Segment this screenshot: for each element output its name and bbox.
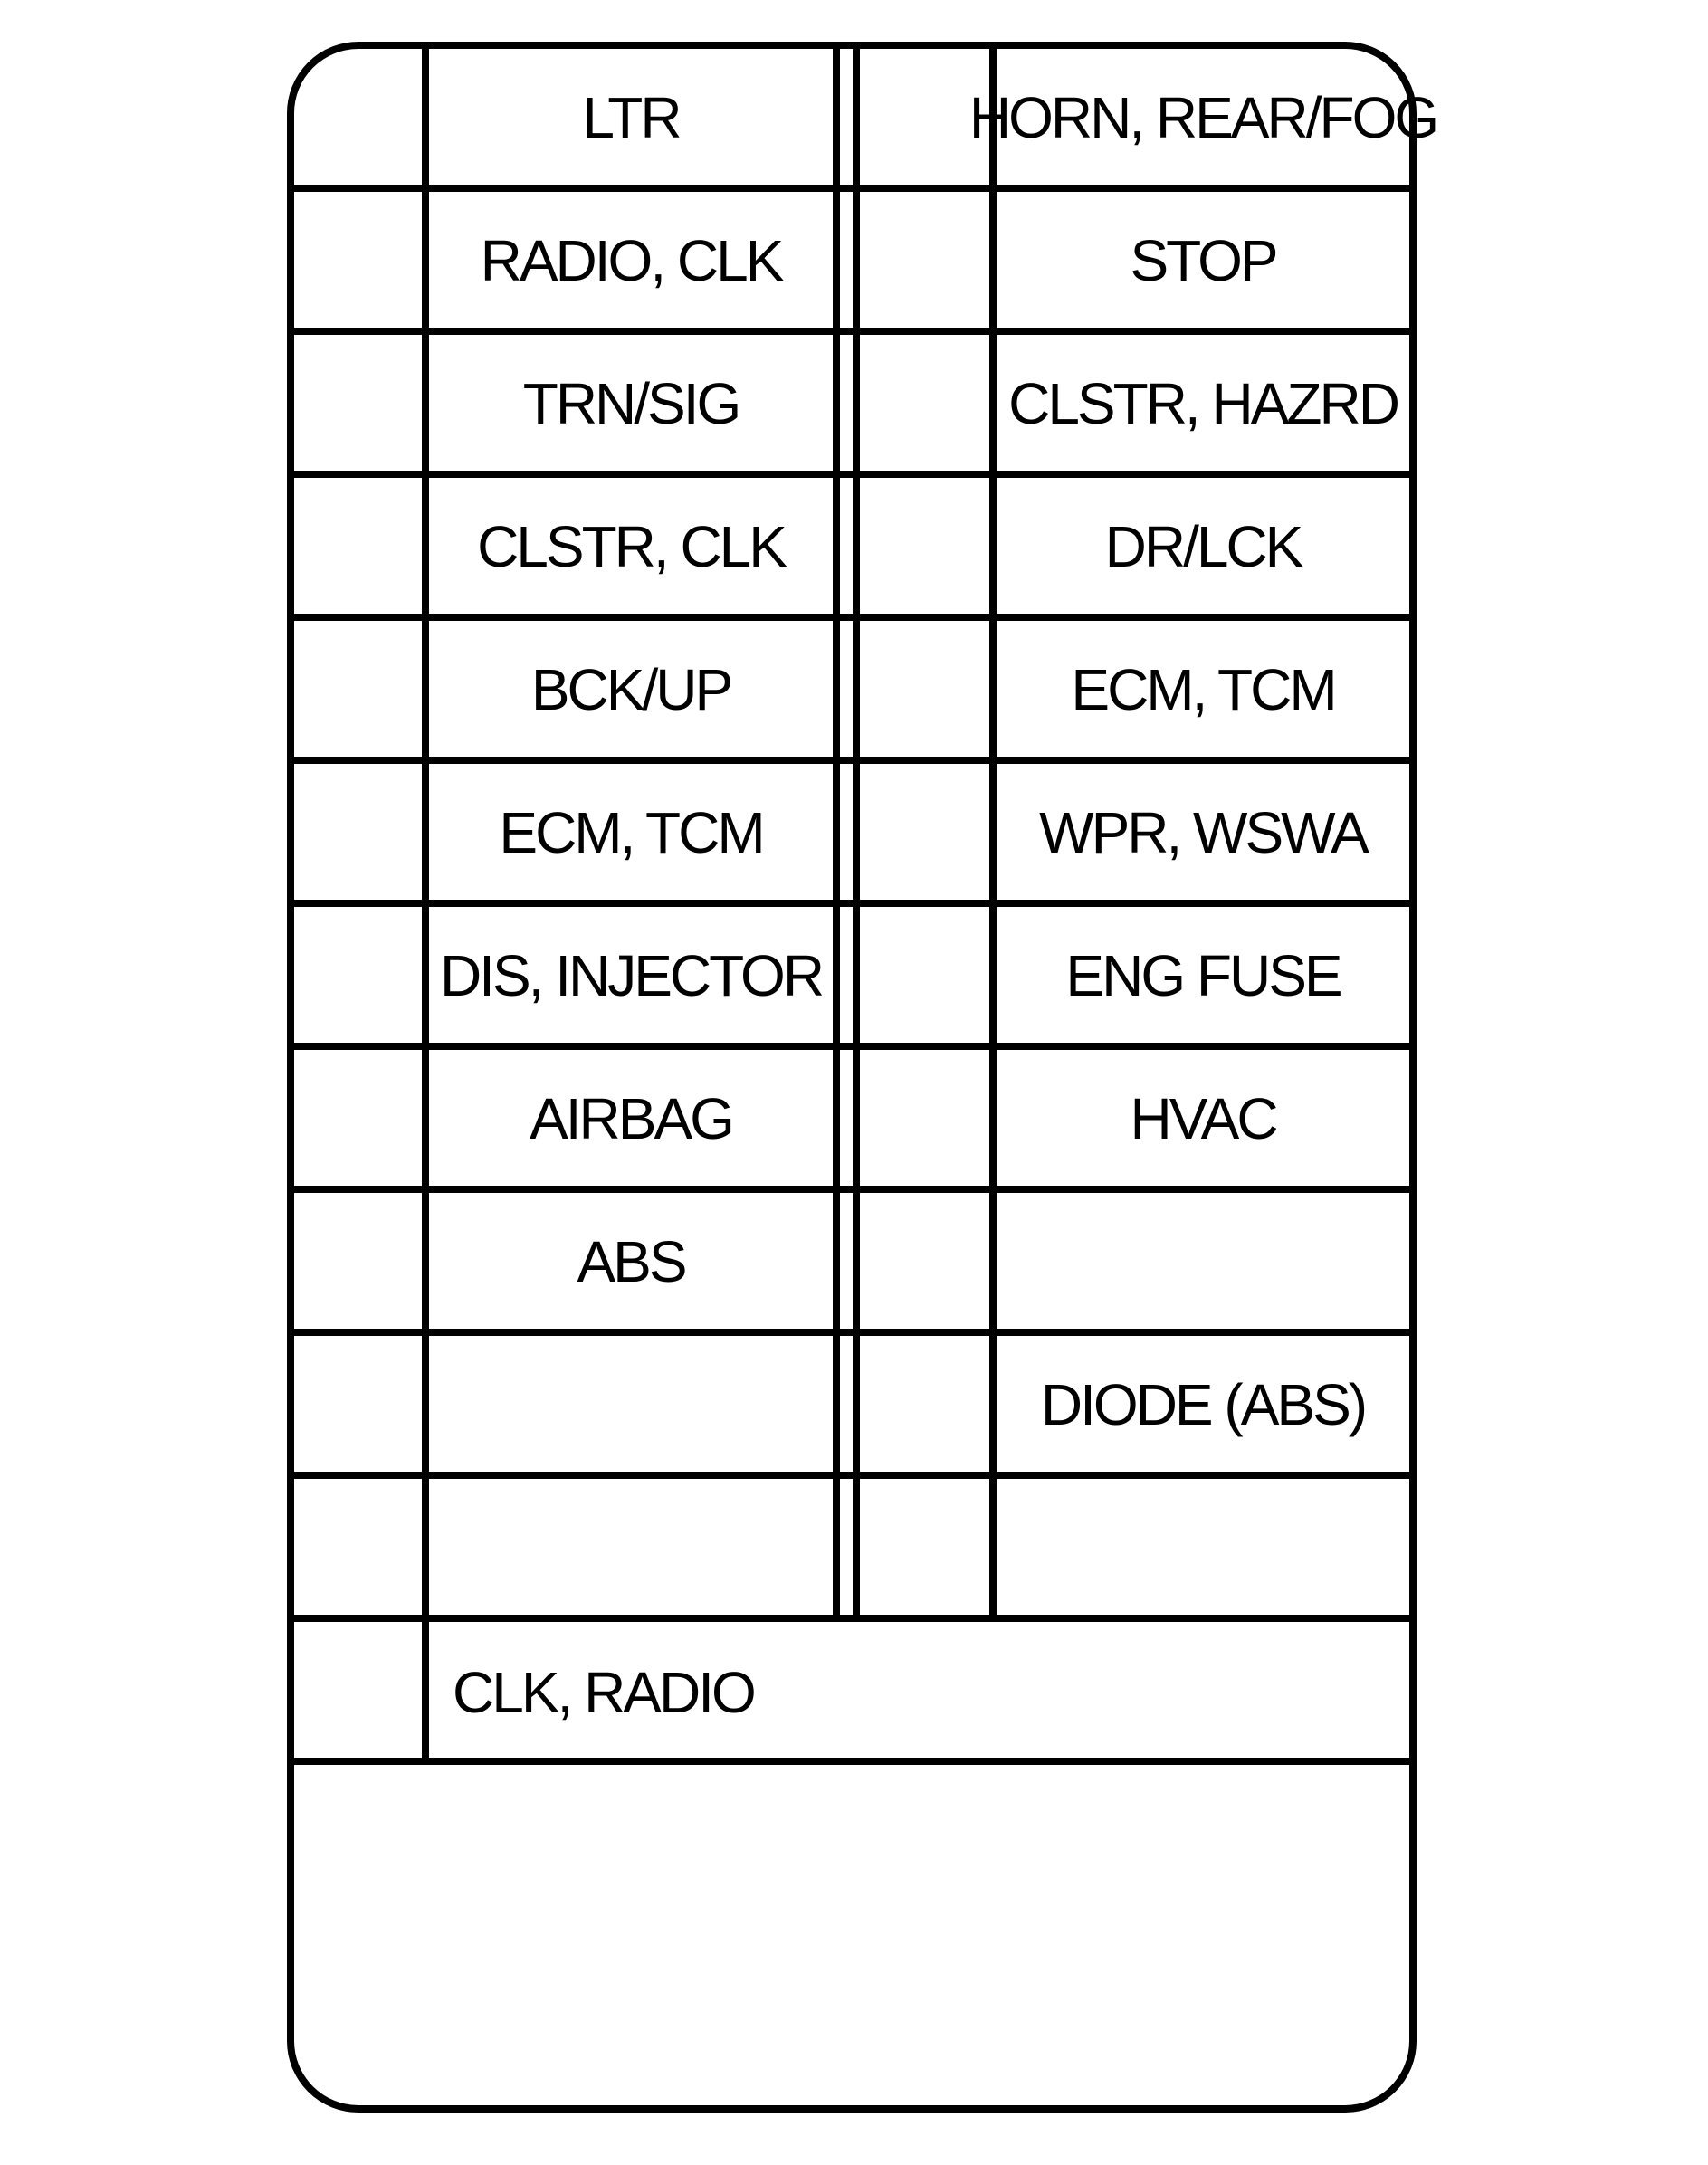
wide-row-label: CLK, RADIO: [453, 1660, 754, 1725]
fuse-label-left: CLSTR, CLK: [477, 514, 787, 579]
fuse-label-left: LTR: [582, 85, 680, 150]
fuse-label-left: BCK/UP: [531, 657, 731, 722]
row-separators: [294, 185, 1409, 1765]
fuse-label-left: DIS, INJECTOR: [440, 943, 823, 1008]
fuse-label-right: CLSTR, HAZRD: [1008, 371, 1398, 436]
fuse-label-right: DIODE (ABS): [1041, 1372, 1365, 1437]
panel-outline: [287, 42, 1417, 2113]
fuse-label-right: HORN, REAR/FOG: [969, 85, 1436, 150]
fuse-label-right: WPR, WSWA: [1039, 800, 1369, 865]
fuse-label-left: TRN/SIG: [523, 371, 739, 436]
fuse-label-left: RADIO, CLK: [481, 228, 784, 293]
fuse-label-right: ENG FUSE: [1065, 943, 1340, 1008]
fuse-label-right: HVAC: [1130, 1086, 1276, 1151]
fuse-label-right: STOP: [1130, 228, 1275, 293]
fuse-label-right: ECM, TCM: [1071, 657, 1334, 722]
fuse-labels: LTR HORN, REAR/FOG RADIO, CLK STOP TRN/SIG CL…: [440, 85, 1439, 1437]
fuse-label-left: ABS: [577, 1229, 684, 1294]
fuse-label-right: DR/LCK: [1105, 514, 1303, 579]
fuse-label-left: AIRBAG: [530, 1086, 732, 1151]
fuse-label-left: ECM, TCM: [499, 800, 762, 865]
